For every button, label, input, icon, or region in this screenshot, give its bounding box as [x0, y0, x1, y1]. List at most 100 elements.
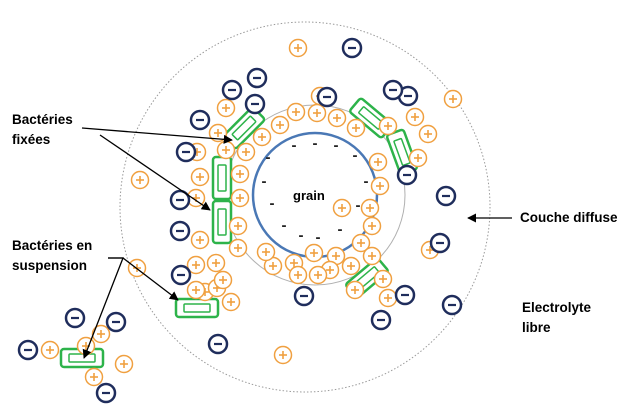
cation-icon: [327, 108, 347, 128]
cation-icon: [213, 270, 233, 290]
label-suspended-bacteria-line2: suspension: [12, 258, 88, 273]
cation-icon: [288, 265, 308, 285]
cation-icon: [351, 233, 371, 253]
cation-icon: [373, 269, 393, 289]
label-fixed-bacteria: Bactéries fixées: [12, 110, 73, 150]
cation-icon: [378, 116, 398, 136]
grain-negative-charge: -: [316, 229, 321, 246]
anion-icon: [105, 311, 127, 333]
grain-negative-charge: -: [356, 197, 361, 214]
anion-icon: [246, 67, 268, 89]
grain-negative-charge: -: [292, 137, 297, 154]
label-free-electrolyte-line1: Electrolyte: [522, 300, 592, 315]
label-free-electrolyte: Electrolyte libre: [522, 298, 591, 338]
anion-icon: [394, 284, 416, 306]
cation-icon: [378, 288, 398, 308]
anion-icon: [17, 339, 39, 361]
cation-icon: [308, 265, 328, 285]
cation-icon: [270, 115, 290, 135]
arrow-suspension-2: [82, 257, 124, 359]
label-suspended-bacteria: Bactéries en suspension: [12, 236, 92, 276]
cation-icon: [190, 230, 210, 250]
arrow-fixed-1: [81, 127, 233, 144]
label-free-electrolyte-line2: libre: [522, 320, 551, 335]
grain-negative-charge: -: [334, 137, 339, 154]
anion-icon: [341, 37, 363, 59]
cation-icon: [230, 164, 250, 184]
cation-icon: [40, 340, 60, 360]
diffuse-layer-boundary: [119, 21, 491, 393]
cation-icon: [405, 107, 425, 127]
label-fixed-bacteria-line2: fixées: [12, 132, 51, 147]
cation-icon: [186, 280, 206, 300]
cation-icon: [370, 176, 390, 196]
anion-icon: [396, 164, 418, 186]
cation-icon: [130, 170, 150, 190]
cation-icon: [186, 255, 206, 275]
bacterium: [174, 297, 220, 319]
cation-icon: [256, 242, 276, 262]
cation-icon: [273, 345, 293, 365]
grain-negative-charge: -: [353, 147, 358, 164]
cation-icon: [221, 292, 241, 312]
label-diffuse-layer: Couche diffuse: [520, 210, 618, 225]
anion-icon: [175, 141, 197, 163]
grain-negative-charge: -: [313, 135, 318, 152]
anion-icon: [429, 232, 451, 254]
cation-icon: [368, 152, 388, 172]
bacterium: [211, 199, 233, 245]
arrows: [81, 127, 512, 359]
grain-negative-charge: -: [270, 195, 275, 212]
anion-icon: [293, 285, 315, 307]
anion-icon: [382, 79, 404, 101]
cation-icon: [236, 142, 256, 162]
anion-icon: [435, 185, 457, 207]
cation-icon: [114, 354, 134, 374]
cation-icon: [360, 198, 380, 218]
cation-icon: [208, 123, 228, 143]
anion-icon: [169, 220, 191, 242]
anion-icon: [370, 309, 392, 331]
bacteria-group: [59, 97, 419, 369]
cation-icon: [84, 367, 104, 387]
cation-icon: [228, 216, 248, 236]
cation-icon: [190, 167, 210, 187]
cation-icon: [326, 246, 346, 266]
anion-icon: [441, 294, 463, 316]
label-grain: grain: [293, 188, 325, 203]
bacterium: [211, 155, 233, 201]
grain-negative-charge: -: [299, 227, 304, 244]
cation-icon: [345, 280, 365, 300]
anion-icon: [189, 109, 211, 131]
cation-icon: [91, 324, 111, 344]
grain-negative-charge: -: [338, 221, 343, 238]
cation-icon: [362, 246, 382, 266]
cation-icon: [362, 216, 382, 236]
anion-icon: [169, 189, 191, 211]
cation-icon: [443, 89, 463, 109]
ions-group: [17, 37, 463, 404]
cation-icon: [230, 188, 250, 208]
cation-icon: [288, 38, 308, 58]
cation-icon: [286, 102, 306, 122]
grain-negative-charge: -: [282, 217, 287, 234]
cation-icon: [216, 98, 236, 118]
bacterium: [385, 128, 419, 176]
anion-icon: [95, 382, 117, 404]
cation-icon: [408, 148, 428, 168]
anion-icon: [221, 79, 243, 101]
cation-icon: [346, 118, 366, 138]
anion-icon: [316, 86, 338, 108]
cation-icon: [206, 253, 226, 273]
anion-icon: [244, 93, 266, 115]
grain-negative-charge: -: [262, 173, 267, 190]
arrow-fixed-2: [99, 134, 211, 211]
grain-negative-charge: -: [364, 173, 369, 190]
cation-icon: [341, 256, 361, 276]
cation-icon: [216, 140, 236, 160]
anion-icon: [207, 333, 229, 355]
cation-icon: [304, 243, 324, 263]
cation-icon: [332, 198, 352, 218]
cation-icon: [307, 103, 327, 123]
